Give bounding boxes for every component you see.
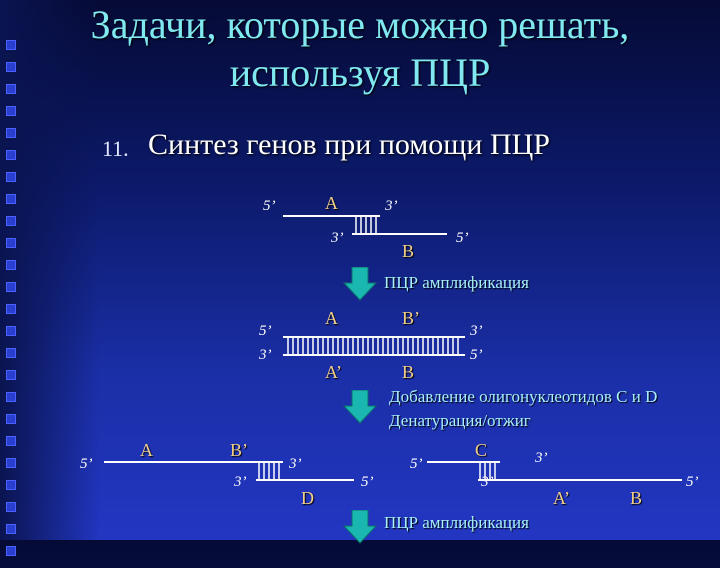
step3-left-label-b-prime: B’: [230, 440, 248, 460]
step3-right-top-3-end: 3’: [535, 450, 548, 466]
decor-square: [6, 436, 16, 446]
step3-left-bottom-3-end: 3’: [234, 474, 247, 490]
decor-square: [6, 260, 16, 270]
pcr-gene-synthesis-diagram: [0, 0, 720, 540]
decor-square: [6, 106, 16, 116]
step-label-denature-anneal: Денатурация/отжиг: [389, 411, 531, 430]
step3-left-overlap-bonds: [258, 462, 280, 480]
slide-title-line2: используя ПЦР: [229, 50, 491, 95]
step1-label-a: A: [325, 193, 338, 213]
step1-bottom-3-end: 3’: [331, 230, 344, 246]
left-decorative-band: [0, 0, 100, 540]
decor-square: [6, 546, 16, 556]
decor-square: [6, 414, 16, 424]
decor-square: [6, 128, 16, 138]
decor-square: [6, 524, 16, 534]
list-item-number: 11.: [102, 136, 129, 161]
step3-left-label-d: D: [301, 488, 314, 508]
step2-duplex-bonds: [287, 337, 459, 355]
step3-right-bottom-5-end: 5’: [686, 474, 699, 490]
decor-square: [6, 84, 16, 94]
step3-left-label-a: A: [140, 440, 153, 460]
decor-square: [6, 480, 16, 490]
down-arrow-icon: [342, 267, 378, 301]
slide-title-line1: Задачи, которые можно решать,: [90, 2, 630, 47]
step2-label-b-prime: B’: [402, 308, 420, 328]
step2-top-3-end: 3’: [470, 323, 483, 339]
decor-square: [6, 216, 16, 226]
down-arrow-icon: [342, 390, 378, 424]
step3-right-label-c: C: [475, 440, 488, 460]
step1-top-3-end: 3’: [385, 198, 398, 214]
decor-square: [6, 282, 16, 292]
decor-square: [6, 194, 16, 204]
step1-label-b: B: [402, 241, 415, 261]
step2-bottom-3-end: 3’: [259, 347, 272, 363]
decorative-squares-column: [6, 40, 16, 568]
decor-square: [6, 348, 16, 358]
decor-square: [6, 62, 16, 72]
step3-left-bottom-5-end: 5’: [361, 474, 374, 490]
decor-square: [6, 238, 16, 248]
step-label-add-oligos: Добавление олигонуклеотидов C и D: [389, 387, 658, 406]
step2-label-a-prime: A’: [325, 362, 342, 382]
step2-label-a: A: [325, 308, 338, 328]
decor-square: [6, 326, 16, 336]
step-label-pcr-amplification: ПЦР амплификация: [384, 273, 529, 292]
step3-right-bottom-3-end: 3’: [481, 474, 494, 490]
decor-square: [6, 502, 16, 512]
decor-square: [6, 172, 16, 182]
decor-square: [6, 304, 16, 314]
step1-overlap-bonds: [355, 216, 377, 234]
step1-bottom-5-end: 5’: [456, 230, 469, 246]
decor-square: [6, 150, 16, 160]
step2-bottom-5-end: 5’: [470, 347, 483, 363]
decor-square: [6, 370, 16, 380]
step2-label-b: B: [402, 362, 415, 382]
down-arrow-icon: [342, 510, 378, 544]
decor-square: [6, 458, 16, 468]
step3-right-overlap-bonds: [479, 462, 496, 480]
list-item-text: Синтез генов при помощи ПЦР: [148, 128, 550, 161]
step3-left-top-5-end: 5’: [80, 456, 93, 472]
decor-square: [6, 40, 16, 50]
step3-left-top-3-end: 3’: [289, 456, 302, 472]
step3-right-top-5-end: 5’: [410, 456, 423, 472]
step2-top-5-end: 5’: [259, 323, 272, 339]
step1-top-5-end: 5’: [263, 198, 276, 214]
step3-right-label-b: B: [630, 488, 643, 508]
decor-square: [6, 392, 16, 402]
step3-right-label-a-prime: A’: [553, 488, 570, 508]
step-label-pcr-amplification-2: ПЦР амплификация: [384, 513, 529, 532]
